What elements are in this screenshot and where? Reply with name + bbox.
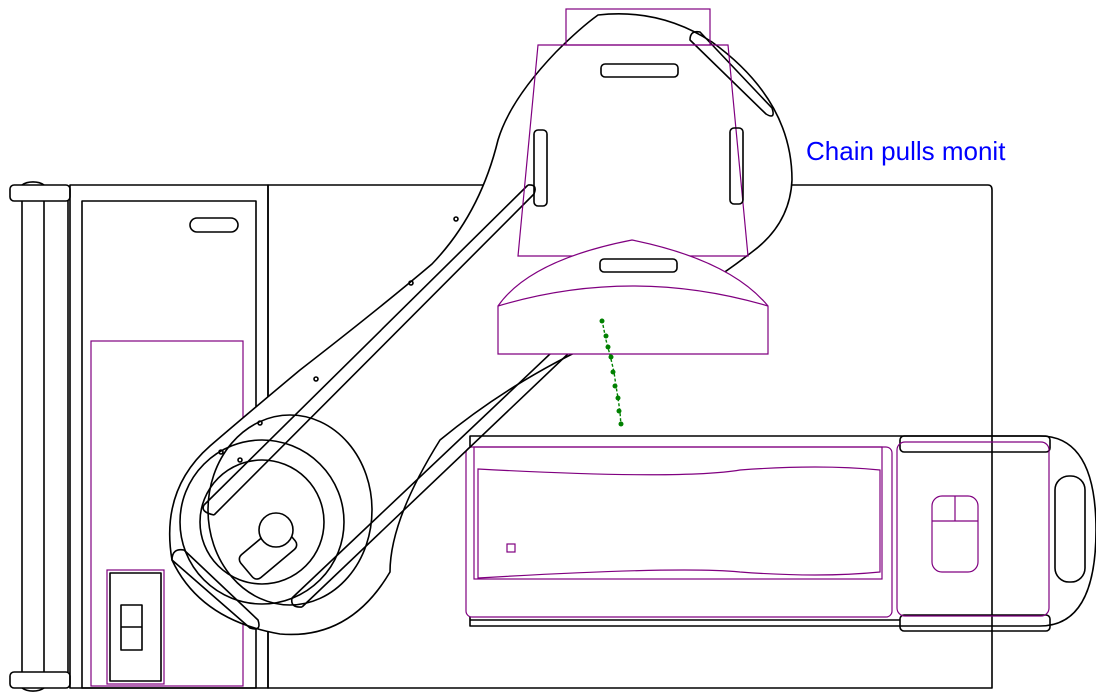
- chain-link: [610, 369, 616, 375]
- chain-link: [618, 421, 624, 427]
- chain-link: [605, 344, 611, 350]
- chain-link: [612, 383, 618, 389]
- chain-link: [608, 354, 614, 360]
- monitor-arm: [168, 13, 793, 636]
- keyboard-tray: [465, 435, 1096, 632]
- chain-link: [616, 408, 622, 414]
- chain-link: [603, 333, 609, 339]
- desk-table: [267, 184, 993, 689]
- chain-link: [615, 395, 621, 401]
- mouse: [931, 495, 979, 573]
- left-rail: [9, 181, 71, 692]
- chain-link: [599, 318, 605, 324]
- annotation-text: Chain pulls monit: [806, 136, 1006, 166]
- pull-chain: [599, 318, 624, 427]
- monitor: [497, 8, 769, 355]
